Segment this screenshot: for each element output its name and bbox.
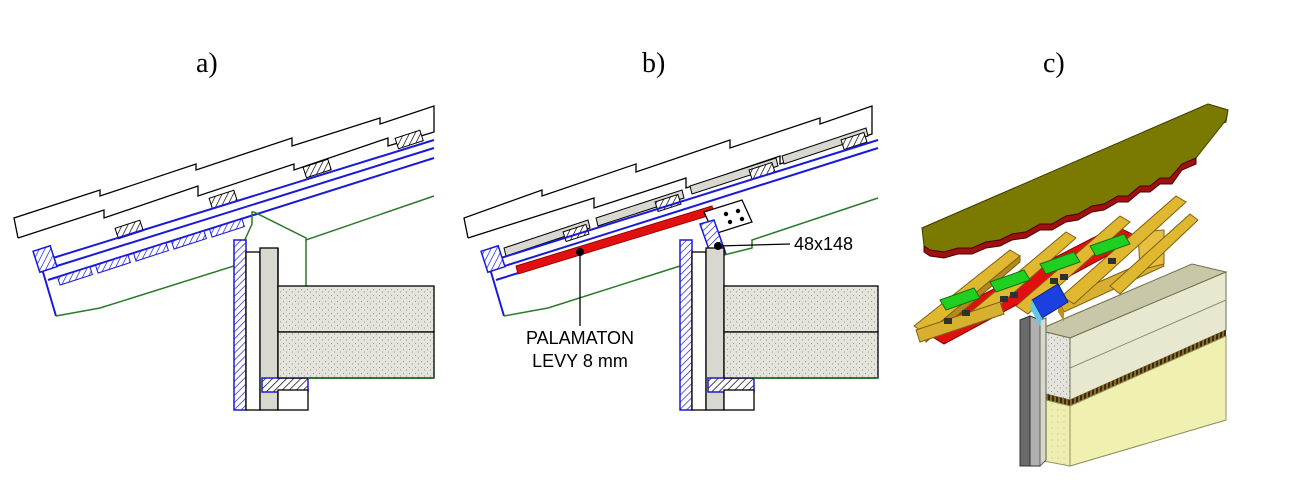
caption-b: b) [642, 48, 665, 79]
floor-slab-b [723, 285, 879, 379]
roof-tile-profile [13, 105, 435, 239]
label-board-size: 48x148 [794, 234, 853, 254]
leader-48x148 [714, 242, 791, 250]
panel-a-section [13, 105, 435, 411]
leader-fire-board [576, 248, 584, 326]
caption-c: c) [1043, 48, 1065, 79]
roof-covering-3d [921, 103, 1229, 259]
caption-a: a) [196, 48, 218, 79]
panel-c-3d-view [913, 103, 1229, 468]
counter-battens-a [56, 218, 246, 286]
battens-3d [939, 233, 1131, 311]
roof-tile-profile-b [463, 105, 873, 239]
panel-b-section: 48x148 PALAMATON LEVY 8 mm [463, 105, 879, 411]
wall-3d [1019, 315, 1047, 468]
fasteners-3d [944, 258, 1116, 324]
floor-block-3d [1036, 263, 1228, 467]
wall-b [679, 239, 755, 411]
board-block-3d [1030, 283, 1069, 326]
battens-a [114, 129, 424, 240]
label-fire-board-line2: LEVY 8 mm [532, 351, 628, 371]
fire-boundary-line-a [55, 195, 435, 317]
label-fire-board-line1: PALAMATON [526, 328, 634, 348]
floor-slab-a [277, 285, 435, 379]
tile-cavities-b [503, 127, 869, 257]
